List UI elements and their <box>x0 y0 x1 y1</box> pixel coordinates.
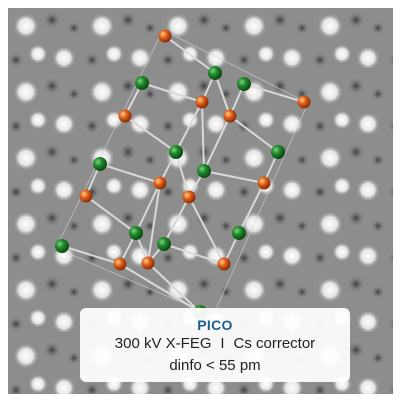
caption-box: PICO 300 kV X-FEG I Cs corrector dinfo < 5… <box>80 308 350 382</box>
caption-title: PICO <box>197 317 233 333</box>
orange-atoms <box>79 29 311 271</box>
spec-separator: I <box>220 335 225 352</box>
caption-spec-line: 300 kV X-FEG I Cs corrector <box>80 333 350 355</box>
micrograph-image: PICO 300 kV X-FEG I Cs corrector dinfo < 5… <box>8 8 393 394</box>
spec-corrector: Cs corrector <box>233 335 316 352</box>
caption-resolution: dinfo < 55 pm <box>169 357 261 374</box>
spec-voltage: 300 kV X-FEG <box>114 335 212 352</box>
